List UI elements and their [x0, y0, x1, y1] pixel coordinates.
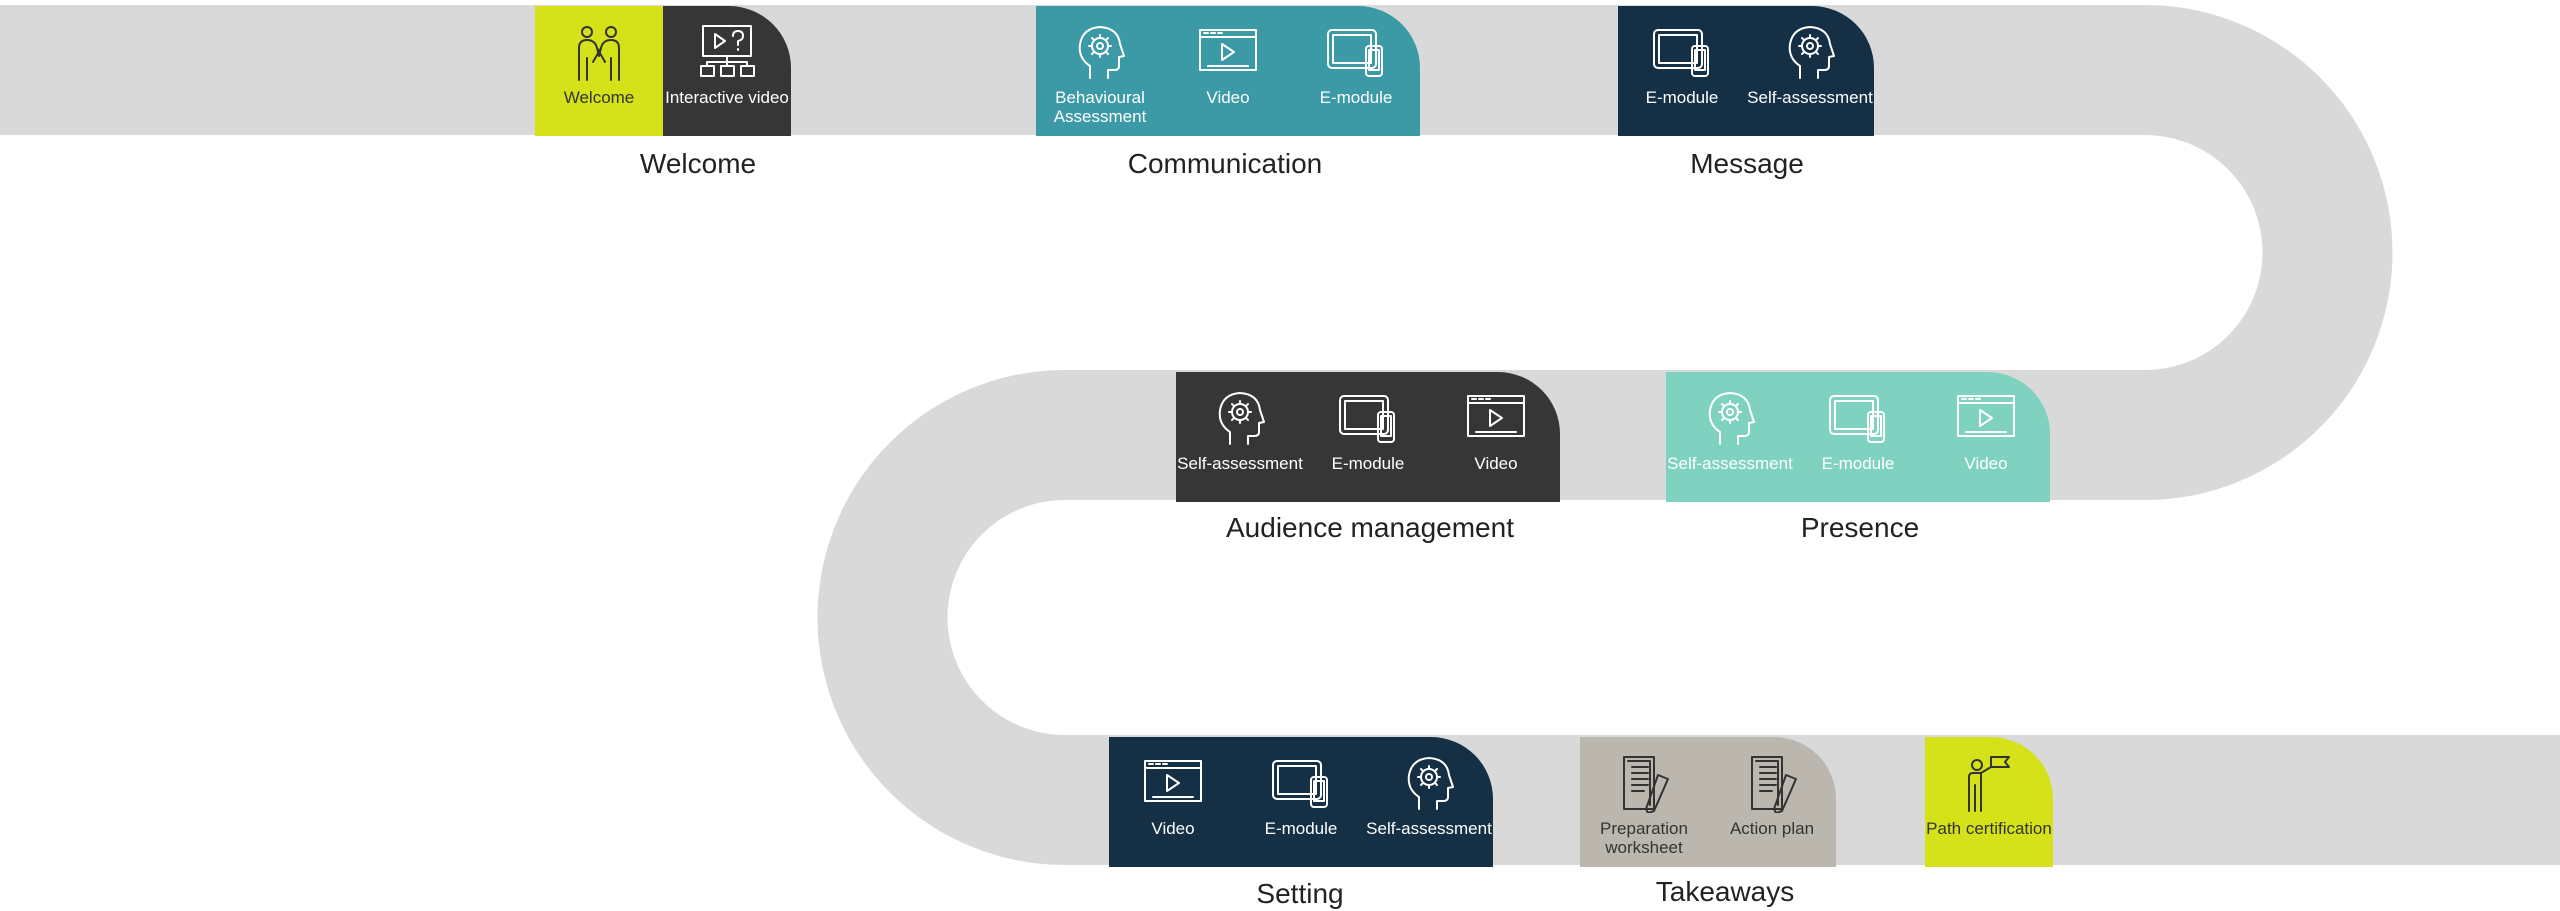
activity-label: Self-assessment — [1366, 819, 1492, 838]
tablet-phone-icon — [1653, 29, 1709, 77]
tablet-phone-icon — [1327, 29, 1383, 77]
activity-tile[interactable]: Behavioural Assessment — [1036, 6, 1164, 136]
stage-title-communication: Communication — [1127, 148, 1323, 179]
head-gear-icon — [1407, 757, 1454, 810]
handshake-icon — [578, 26, 620, 81]
activity-label: E-module — [1821, 454, 1895, 473]
stage-group-path-certification: Path certification — [1925, 737, 2053, 867]
activity-tile[interactable]: Self-assessment — [1666, 372, 1794, 502]
activity-tile[interactable]: Path certification — [1925, 737, 2053, 867]
activity-tile[interactable]: Video — [1164, 6, 1292, 136]
activity-label: Video — [1206, 88, 1250, 107]
activity-tile[interactable]: Video — [1109, 737, 1237, 867]
interactive-video-icon — [700, 25, 755, 77]
video-icon — [1199, 29, 1257, 71]
tablet-phone-icon — [1272, 760, 1328, 808]
worksheet-icon — [1751, 756, 1797, 813]
activity-label: Video — [1964, 454, 2008, 473]
activity-label: Behavioural Assessment — [1053, 88, 1147, 126]
activity-tile[interactable]: E-module — [1304, 372, 1432, 502]
activity-label: Self-assessment — [1747, 88, 1873, 107]
activity-tile[interactable]: Video — [1432, 372, 1560, 502]
activity-tile[interactable]: Preparation worksheet — [1580, 737, 1708, 867]
tablet-phone-icon — [1339, 395, 1395, 443]
activity-tile[interactable]: E-module — [1292, 6, 1420, 136]
video-icon — [1467, 395, 1525, 437]
activity-tile[interactable]: Self-assessment — [1746, 6, 1874, 136]
stage-title-welcome: Welcome — [639, 148, 757, 179]
activity-tile[interactable]: E-module — [1237, 737, 1365, 867]
stage-group-audience-management: Self-assessment E-module Video — [1176, 372, 1560, 502]
stage-group-takeaways: Preparation worksheet Action plan — [1580, 737, 1836, 867]
activity-label: E-module — [1331, 454, 1405, 473]
head-gear-icon — [1708, 392, 1755, 445]
activity-label: E-module — [1645, 88, 1719, 107]
activity-label: E-module — [1264, 819, 1338, 838]
activity-label: Preparation worksheet — [1600, 819, 1688, 857]
activity-tile[interactable]: E-module — [1794, 372, 1922, 502]
activity-label: E-module — [1319, 88, 1393, 107]
activity-tile[interactable]: Welcome — [535, 6, 663, 136]
stage-group-welcome: Welcome Interactive video — [535, 6, 791, 136]
flag-person-icon — [1968, 756, 2010, 812]
activity-tile[interactable]: Action plan — [1708, 737, 1836, 867]
stage-group-setting: Video E-module Self-assessment — [1109, 737, 1493, 867]
video-icon — [1144, 760, 1202, 802]
tablet-phone-icon — [1829, 395, 1885, 443]
activity-label: Welcome — [563, 88, 635, 107]
stage-title-takeaways: Takeaways — [1655, 876, 1795, 907]
stage-title-presence: Presence — [1800, 512, 1920, 543]
activity-label: Self-assessment — [1177, 454, 1303, 473]
video-icon — [1957, 395, 2015, 437]
head-gear-icon — [1218, 392, 1265, 445]
activity-tile[interactable]: E-module — [1618, 6, 1746, 136]
activity-tile[interactable]: Interactive video — [663, 6, 791, 136]
activity-tile[interactable]: Self-assessment — [1176, 372, 1304, 502]
stage-group-presence: Self-assessment E-module Video — [1666, 372, 2050, 502]
activity-label: Video — [1474, 454, 1518, 473]
activity-tile[interactable]: Video — [1922, 372, 2050, 502]
activity-tile[interactable]: Self-assessment — [1365, 737, 1493, 867]
stage-group-communication: Behavioural Assessment Video E-module — [1036, 6, 1420, 136]
stage-title-setting: Setting — [1256, 878, 1344, 909]
stage-group-message: E-module Self-assessment — [1618, 6, 1874, 136]
stage-title-message: Message — [1690, 148, 1804, 179]
stage-title-audience-management: Audience management — [1226, 512, 1514, 543]
head-gear-icon — [1788, 26, 1835, 79]
activity-label: Interactive video — [665, 88, 789, 107]
activity-label: Action plan — [1729, 819, 1815, 838]
road-track — [0, 5, 2560, 865]
head-gear-icon — [1078, 26, 1125, 79]
activity-label: Path certification — [1926, 819, 2052, 838]
activity-label: Self-assessment — [1667, 454, 1793, 473]
activity-label: Video — [1151, 819, 1195, 838]
worksheet-icon — [1623, 756, 1669, 813]
